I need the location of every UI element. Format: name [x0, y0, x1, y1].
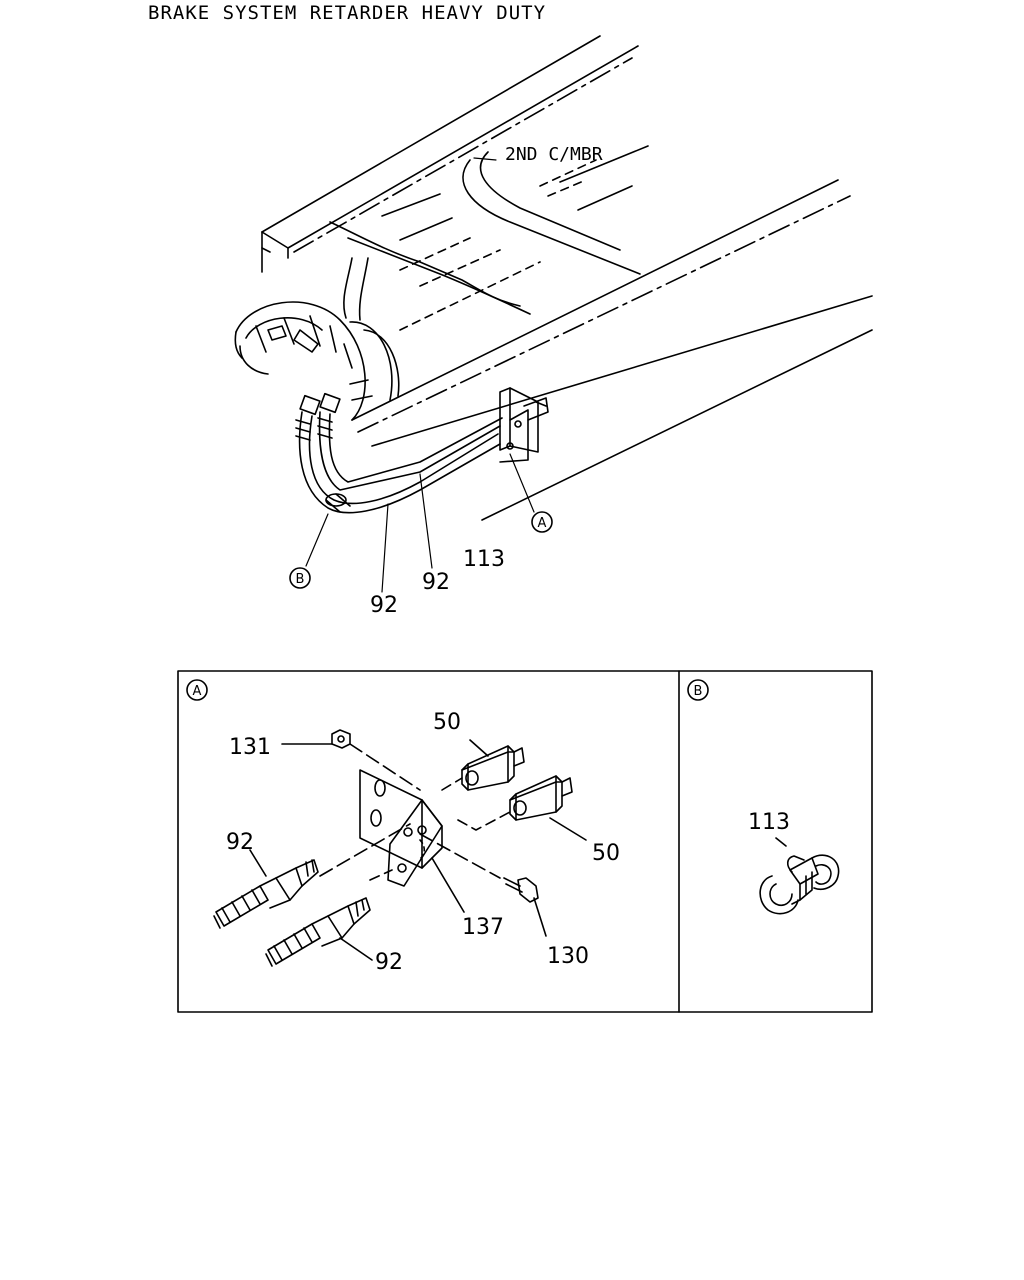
member-label: 2ND C/MBR: [505, 144, 603, 165]
callout-a-circle: [531, 511, 553, 533]
label-130: 130: [547, 944, 589, 969]
label-131: 131: [229, 735, 271, 760]
callout-b-letter: B: [296, 572, 305, 587]
bolt-130: [503, 877, 547, 937]
detail-a-tag: A: [193, 684, 202, 699]
part-label-92-left: 92: [370, 593, 398, 618]
hose-fitting-92-bottom: [265, 897, 373, 967]
bracket-137: [359, 769, 465, 913]
part-label-92-right: 92: [422, 570, 450, 595]
part-label-113: 113: [463, 547, 505, 572]
detail-b-tag: B: [694, 684, 703, 699]
diagram-title: BRAKE SYSTEM RETARDER HEAVY DUTY: [148, 2, 547, 24]
label-92-bottom: 92: [375, 950, 403, 975]
detail-frame: [177, 670, 873, 1013]
main-view: [234, 35, 873, 593]
clip-113: [759, 837, 840, 915]
adapter-50-top: [461, 739, 525, 791]
label-92-top: 92: [226, 830, 254, 855]
detail-b-tag-circle: [687, 679, 709, 701]
label-113: 113: [748, 810, 790, 835]
hose-fitting-92-top: [213, 849, 319, 929]
adapter-50-right: [509, 775, 587, 841]
label-50-right: 50: [592, 841, 620, 866]
label-50-top: 50: [433, 710, 461, 735]
callout-b-circle: [289, 567, 311, 589]
nut-131: [331, 729, 351, 749]
detail-a-view: [186, 679, 587, 967]
detail-a-tag-circle: [186, 679, 208, 701]
callout-a-letter: A: [538, 516, 547, 531]
detail-b-view: [687, 679, 840, 915]
label-137: 137: [462, 915, 504, 940]
